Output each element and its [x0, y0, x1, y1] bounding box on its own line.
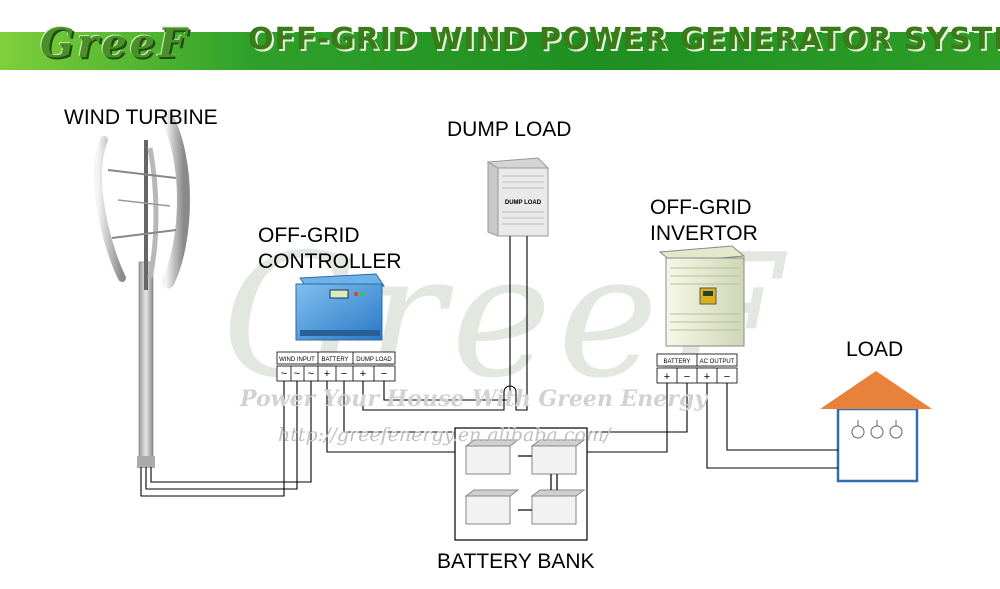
controller-wind-input-label: WIND INPUT — [279, 357, 315, 363]
controller-battery-label: BATTERY — [321, 357, 348, 363]
house-load — [820, 371, 932, 483]
wind-turbine — [94, 109, 190, 468]
label-controller-line1: OFF-GRID — [258, 224, 360, 247]
inv-battery-minus: − — [684, 371, 690, 383]
terminal-ac-2: ~ — [294, 368, 300, 380]
terminal-dump-minus: − — [381, 368, 387, 380]
inv-ac-plus: + — [704, 371, 710, 383]
inv-ac-minus: − — [724, 371, 730, 383]
label-wind-turbine: WIND TURBINE — [64, 106, 218, 129]
controller-terminals — [276, 351, 396, 382]
controller-unit — [295, 273, 385, 341]
label-invertor-line2: INVERTOR — [650, 222, 758, 245]
wires — [140, 236, 838, 497]
page-title: OFF-GRID WIND POWER GENERATOR SYSTEM — [248, 22, 1000, 57]
terminal-ac-1: ~ — [281, 368, 287, 380]
dump-load-unit: DUMP LOAD — [486, 157, 550, 237]
label-load: LOAD — [846, 338, 904, 361]
inv-battery-plus: + — [664, 371, 670, 383]
invertor-unit — [658, 245, 746, 347]
dump-load-box-text: DUMP LOAD — [505, 200, 542, 206]
terminal-battery-plus: + — [324, 368, 330, 380]
label-battery-bank: BATTERY BANK — [437, 550, 595, 573]
label-dump-load: DUMP LOAD — [447, 118, 572, 141]
invertor-battery-label: BATTERY — [663, 359, 690, 365]
terminal-ac-3: ~ — [308, 368, 314, 380]
watermark-slogan: Power Your House With Green Energy — [240, 386, 708, 412]
battery-bank — [454, 427, 588, 541]
brand-logo: GreeF — [40, 20, 190, 67]
terminal-dump-plus: + — [360, 368, 366, 380]
invertor-ac-output-label: AC OUTPUT — [700, 359, 735, 365]
watermark-url: http://greefenergy.en.alibaba.com/ — [278, 424, 611, 446]
label-controller-line2: CONTROLLER — [258, 250, 402, 273]
header-banner — [0, 32, 1000, 70]
invertor-terminals — [656, 353, 738, 384]
terminal-battery-minus: − — [341, 368, 347, 380]
controller-dump-load-label: DUMP LOAD — [356, 357, 392, 363]
label-invertor-line1: OFF-GRID — [650, 196, 752, 219]
